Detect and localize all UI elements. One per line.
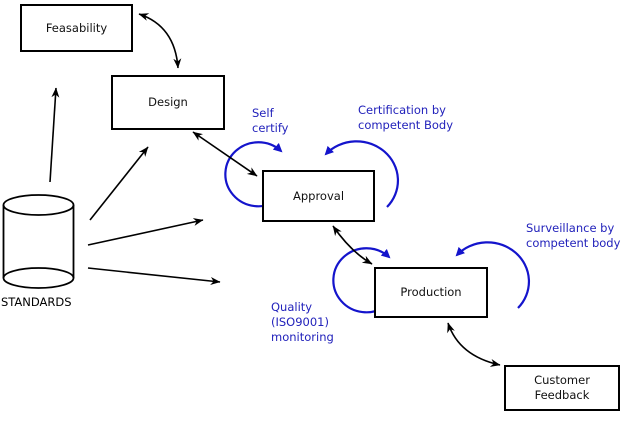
standards-cylinder-shape <box>2 194 75 289</box>
node-production-label: Production <box>400 285 462 299</box>
surveillance-loop <box>455 241 531 309</box>
node-customer-feedback: Customer Feedback <box>504 365 620 411</box>
arrow-standards-to-approval <box>87 218 204 246</box>
annotation-surveillance-line2: competent body <box>526 236 621 250</box>
node-feasability-label: Feasability <box>45 20 108 35</box>
annotation-certification-line1: Certification by <box>358 103 446 117</box>
certification-loop <box>324 140 400 208</box>
annotation-certification-line2: competent Body <box>358 118 454 132</box>
node-customer-feedback-label: Customer Feedback <box>534 373 590 403</box>
annotation-quality-line3: monitoring <box>271 330 334 344</box>
annotation-self-certify-line1: Self <box>252 106 274 120</box>
arrow-standards-to-feasability <box>49 87 60 183</box>
annotation-self-certify-line2: certify <box>252 121 289 135</box>
annotation-surveillance: Surveillance by competent body <box>526 221 620 251</box>
customer-feedback-line1: Customer <box>534 373 590 387</box>
arrow-standards-to-production <box>87 267 221 285</box>
standards-label: STANDARDS <box>1 295 72 309</box>
node-production: Production <box>374 267 488 318</box>
annotation-quality-line1: Quality <box>271 300 313 314</box>
node-feasability: Feasability <box>20 4 133 52</box>
node-design-label: Design <box>148 95 188 109</box>
annotation-surveillance-line1: Surveillance by <box>526 221 615 235</box>
arrow-design-approval <box>192 131 258 177</box>
annotation-certification: Certification by competent Body <box>358 103 453 133</box>
arrow-production-customer-feedback <box>447 322 501 367</box>
node-approval: Approval <box>262 170 375 222</box>
annotation-quality-monitoring: Quality (ISO9001) monitoring <box>271 300 334 345</box>
customer-feedback-line2: Feedback <box>534 388 590 402</box>
annotation-self-certify: Self certify <box>252 106 288 136</box>
arrow-standards-to-design <box>89 146 149 221</box>
node-design: Design <box>111 75 225 130</box>
node-approval-label: Approval <box>292 188 345 203</box>
annotation-quality-line2: (ISO9001) <box>271 315 329 329</box>
arrow-feasability-design <box>138 13 182 69</box>
arrow-approval-production <box>332 225 373 265</box>
